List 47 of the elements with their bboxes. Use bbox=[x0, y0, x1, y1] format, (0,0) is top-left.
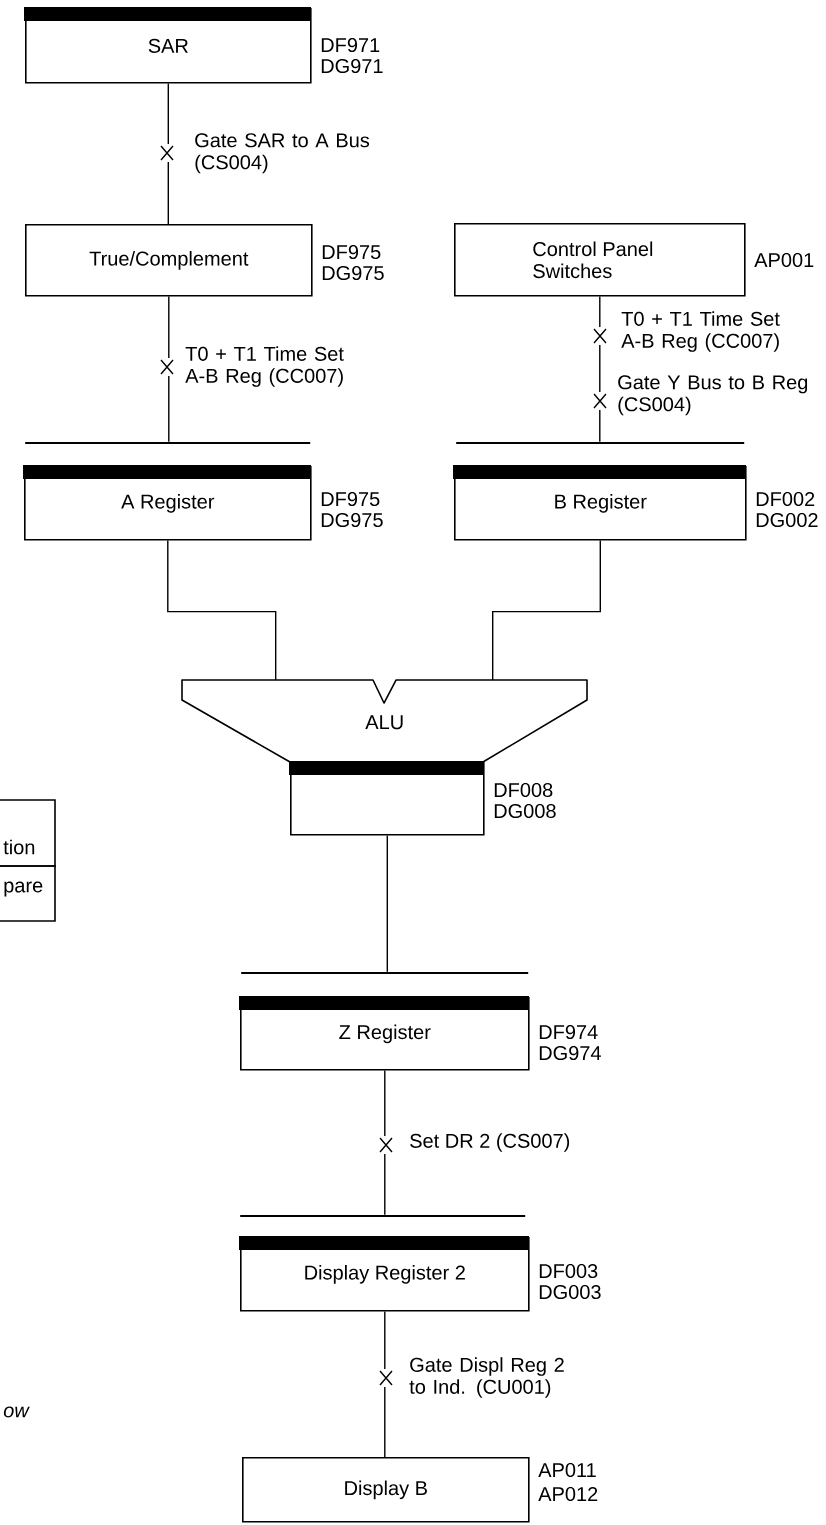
connector-line bbox=[384, 1310, 386, 1458]
reference-code: DG975 bbox=[322, 265, 384, 281]
reference-code: DF975 bbox=[322, 244, 381, 260]
register-box bbox=[289, 761, 485, 836]
block-box: Control Panel Switches bbox=[454, 223, 746, 297]
reference-code: DG008 bbox=[494, 803, 556, 819]
reference-code: AP001 bbox=[754, 252, 814, 268]
bus-line bbox=[456, 442, 745, 444]
table-cell: pare bbox=[0, 865, 56, 922]
bus-line bbox=[240, 1215, 526, 1217]
connector-line bbox=[167, 539, 277, 681]
connector-line bbox=[168, 295, 170, 443]
reference-code: DG974 bbox=[539, 1045, 601, 1061]
edge-label: Gate Displ Reg 2 to Ind. (CU001) bbox=[409, 1357, 564, 1398]
reference-code: DF971 bbox=[321, 37, 380, 53]
register-box: Z Register bbox=[239, 996, 530, 1071]
reference-code: DF002 bbox=[756, 491, 815, 507]
register-box: SAR bbox=[24, 7, 312, 84]
reference-code: DF975 bbox=[321, 491, 380, 507]
connector-line bbox=[384, 1069, 386, 1216]
reference-code: DG002 bbox=[756, 512, 818, 528]
register-box: A Register bbox=[23, 465, 312, 541]
signal-label: Gate Y Bus to B Reg (CS004) bbox=[618, 375, 808, 416]
connector-line bbox=[492, 539, 601, 681]
reference-code: AP012 bbox=[538, 1486, 598, 1502]
edge-label: Gate SAR to A Bus (CS004) bbox=[195, 133, 370, 174]
reference-code: DG971 bbox=[321, 58, 383, 74]
register-box: B Register bbox=[453, 465, 747, 541]
note-text: ow bbox=[3, 1406, 30, 1418]
edge-label: Set DR 2 (CS007) bbox=[410, 1133, 570, 1152]
table-cell: tion bbox=[0, 799, 56, 867]
reference-code: DG975 bbox=[321, 512, 383, 528]
bus-line bbox=[25, 442, 311, 444]
connector-line bbox=[167, 82, 169, 225]
reference-code: DG003 bbox=[539, 1284, 601, 1300]
register-box: Display Register 2 bbox=[239, 1236, 530, 1312]
connector-line bbox=[599, 295, 601, 443]
bus-line bbox=[241, 972, 529, 974]
edge-label: T0 + T1 Time Set A-B Reg (CC007) bbox=[185, 346, 344, 387]
reference-code: DF008 bbox=[494, 782, 553, 798]
connector-line bbox=[386, 834, 388, 973]
reference-code: DF003 bbox=[539, 1263, 598, 1279]
block-box: Display B bbox=[242, 1457, 530, 1523]
reference-code: DF974 bbox=[539, 1024, 598, 1040]
edge-label: T0 + T1 Time Set A-B Reg (CC007) bbox=[621, 311, 780, 352]
reference-code: AP011 bbox=[538, 1462, 596, 1478]
block-box: True/Complement bbox=[25, 224, 313, 297]
